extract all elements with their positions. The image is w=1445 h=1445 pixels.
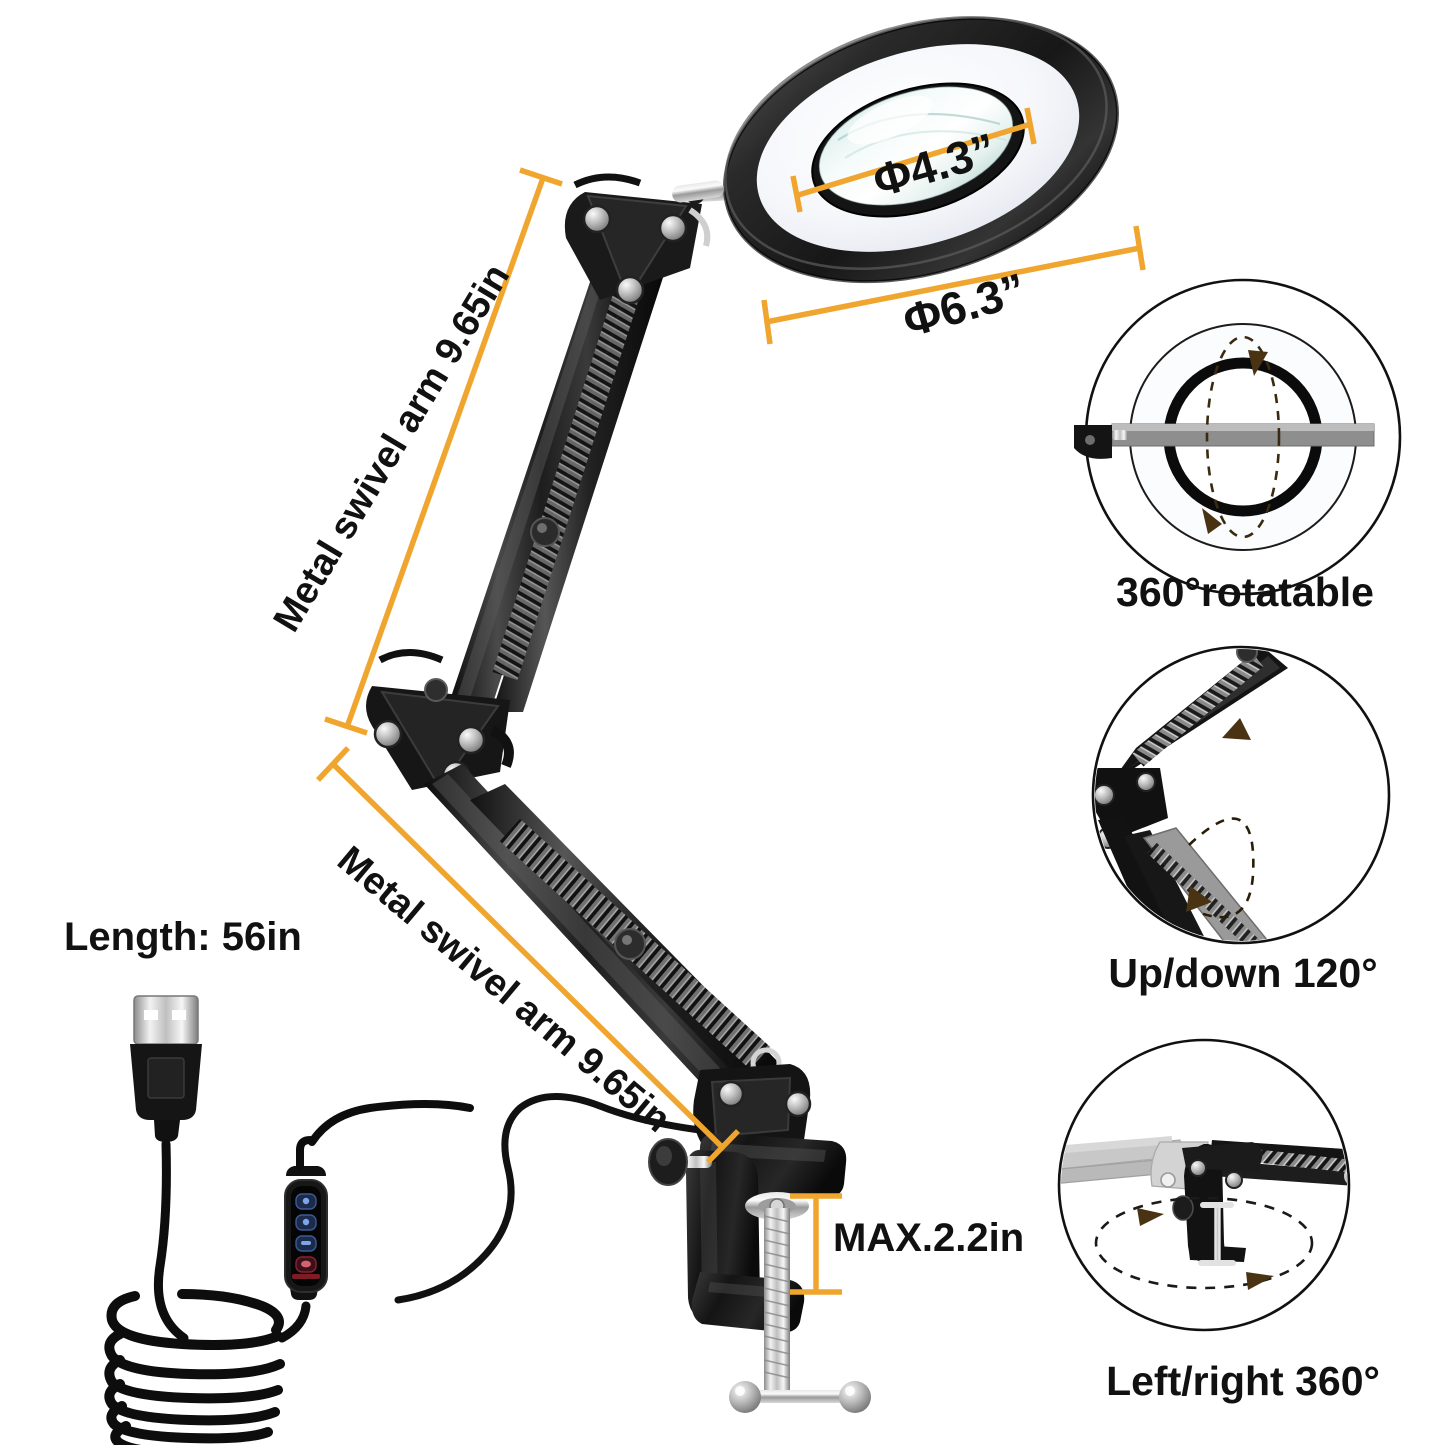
lamp-power-cable [394, 1093, 704, 1304]
joint-bolt [658, 213, 688, 243]
callout-caption-leftright: Left/right 360° [1106, 1358, 1380, 1404]
lower-swivel-arm [424, 764, 786, 1110]
rotation-path [1205, 335, 1281, 539]
clamp-t-handle [729, 1381, 871, 1413]
joint-bolt [717, 1080, 745, 1108]
dim-lower-arm [315, 746, 740, 1164]
callout-rotatable [1074, 278, 1402, 596]
top-pivot-joint [564, 173, 724, 305]
cable-coil [104, 1289, 285, 1445]
joint-bolt [456, 725, 486, 755]
joint-bolt [373, 719, 403, 749]
joint-bolt [784, 1090, 812, 1118]
desk-clamp [648, 1133, 871, 1413]
base-pivot-bracket [693, 1064, 812, 1150]
cable-length-label: Length: 56in [64, 915, 302, 959]
callout-caption-rotatable: 360°rotatable [1116, 569, 1374, 615]
callout-updown [1091, 645, 1391, 945]
joint-bolt [582, 204, 612, 234]
clamp-side-knob [648, 1138, 712, 1186]
dim-lens-diameter [790, 107, 1037, 213]
usb-connector [130, 995, 202, 1142]
dimension-lines [315, 107, 1146, 1295]
inline-controller[interactable] [284, 1136, 328, 1300]
upper-swivel-arm [450, 243, 668, 712]
clamp-capacity-label: MAX.2.2in [833, 1216, 1025, 1260]
dim-ring-diameter [761, 225, 1146, 345]
dim-upper-arm [324, 167, 563, 736]
elbow-joint [366, 649, 514, 790]
callout-leftright [1057, 1038, 1351, 1332]
usb-cable-assembly [104, 995, 474, 1445]
rotation-path [1094, 1196, 1314, 1290]
dim-clamp-opening [790, 1193, 842, 1295]
callout-caption-updown: Up/down 120° [1108, 950, 1378, 996]
rotation-path [1188, 817, 1255, 919]
joint-bolt [615, 275, 645, 305]
